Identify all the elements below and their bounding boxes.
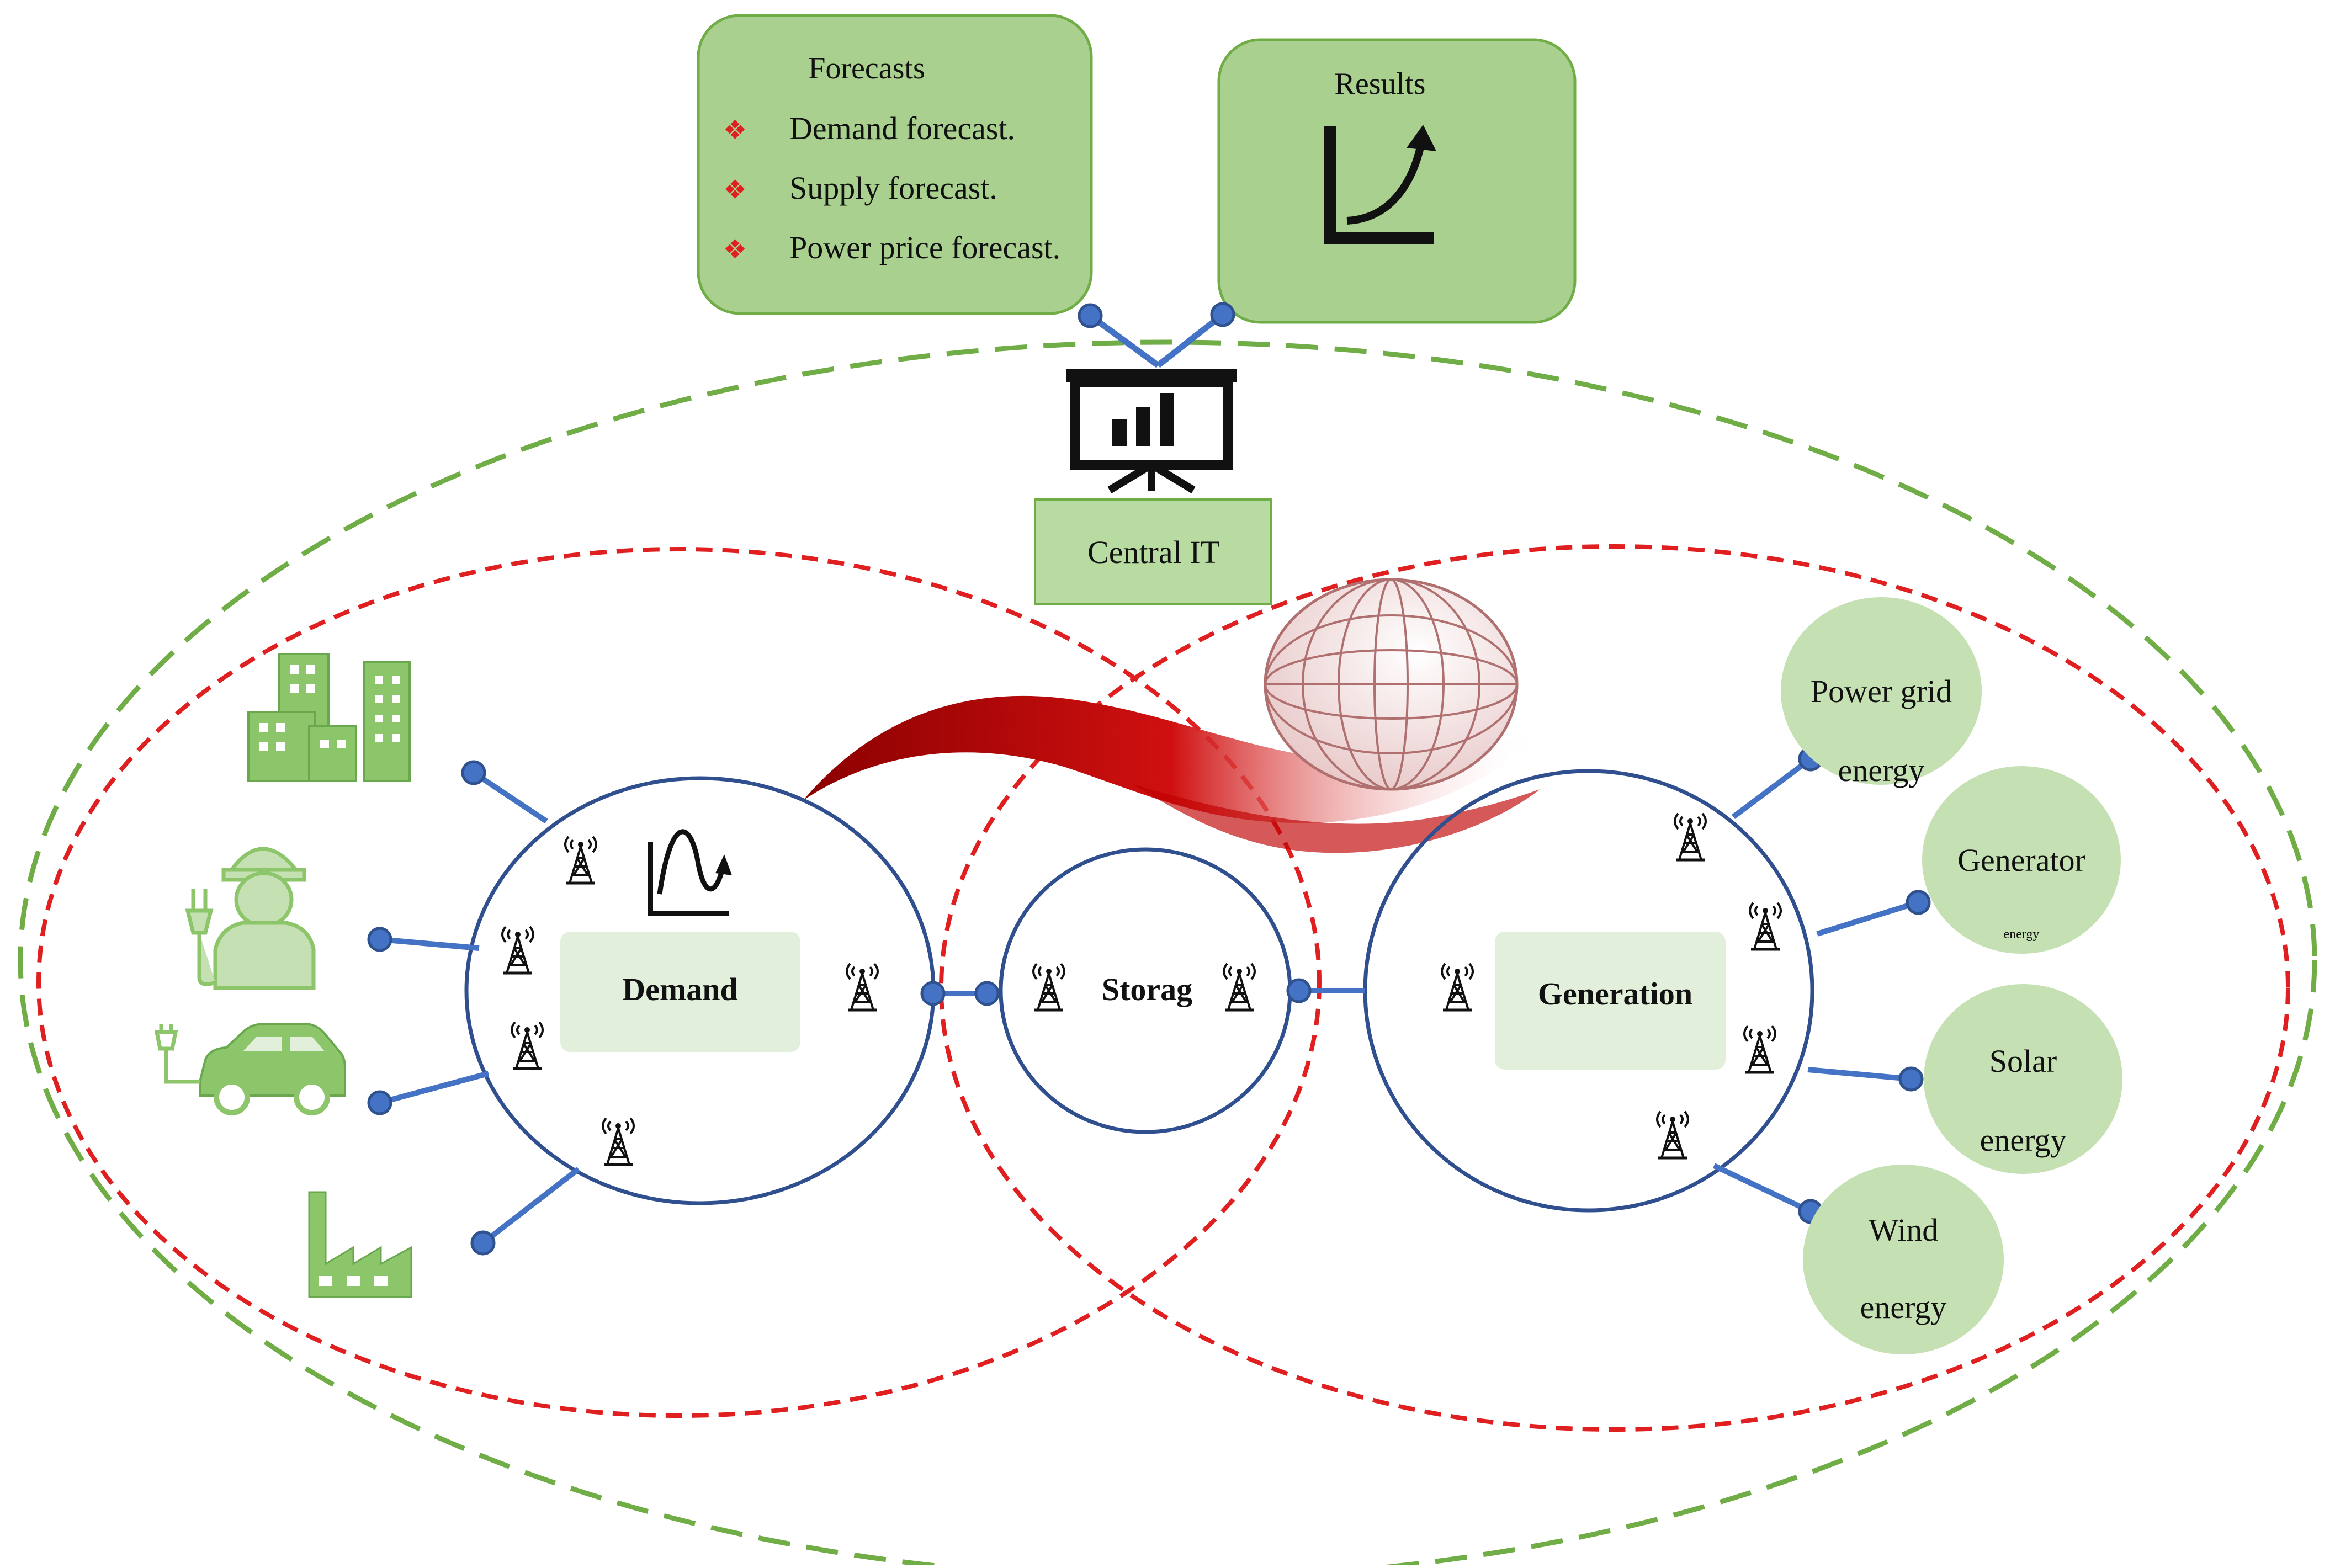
results-box: Results xyxy=(1217,38,1577,324)
source-label: Wind xyxy=(1869,1212,1939,1248)
tower-icon xyxy=(603,1118,634,1165)
source-label: energy xyxy=(2004,927,2040,942)
source-label: energy xyxy=(1838,752,1925,788)
forecast-item: Power price forecast. xyxy=(789,230,1060,265)
ribbon-graphic xyxy=(803,695,1540,853)
source-label: Generator xyxy=(1957,842,2085,878)
demand-label: Demand xyxy=(622,971,737,1007)
generation-label: Generation xyxy=(1538,976,1692,1012)
growth-chart-icon xyxy=(1324,125,1436,244)
demand-domain-boundary xyxy=(36,547,1322,1418)
tower-icon xyxy=(1657,1112,1688,1158)
power-grid-energy-node: Power grid energy xyxy=(1781,597,1982,788)
it-connectors xyxy=(1078,302,1235,368)
forecast-item: Supply forecast. xyxy=(789,170,997,206)
tower-icon xyxy=(847,964,878,1010)
solar-energy-node: Solar energy xyxy=(1924,984,2122,1174)
demand-hub: Demand xyxy=(464,776,936,1205)
tower-icon xyxy=(1744,1026,1775,1072)
buildings-icon xyxy=(247,653,411,782)
source-label: Power grid xyxy=(1811,673,1952,709)
wave-chart-icon xyxy=(648,829,732,916)
tower-icon xyxy=(1442,964,1473,1010)
tower-icon xyxy=(565,837,596,883)
bullet-icon: ❖ xyxy=(723,116,747,145)
outer-boundary xyxy=(18,339,2317,1568)
central-it-box: Central IT xyxy=(1034,498,1272,605)
generation-connectors xyxy=(1712,746,1931,1224)
globe-graphic xyxy=(1264,578,1519,791)
source-label: energy xyxy=(1860,1289,1947,1325)
factory-icon xyxy=(308,1191,412,1298)
tower-icon xyxy=(1675,814,1706,860)
storage-label: Storag xyxy=(1102,971,1192,1007)
presentation-board-icon xyxy=(1066,369,1237,493)
results-title: Results xyxy=(1335,67,1426,101)
bullet-icon: ❖ xyxy=(723,235,747,264)
electrician-icon xyxy=(185,847,316,990)
forecasts-title: Forecasts xyxy=(808,51,925,86)
source-label: Solar xyxy=(1989,1043,2057,1079)
electric-car-icon xyxy=(154,1023,346,1115)
generation-domain-boundary xyxy=(939,544,2290,1432)
tower-icon xyxy=(1750,903,1781,949)
tower-icon xyxy=(512,1022,543,1069)
tower-icon xyxy=(502,927,533,973)
demand-connectors xyxy=(367,760,581,1256)
generator-energy-node: Generator energy xyxy=(1922,766,2121,954)
source-label: energy xyxy=(1980,1122,2067,1158)
central-it-label: Central IT xyxy=(1087,534,1220,570)
forecast-item: Demand forecast. xyxy=(789,110,1015,146)
tower-icon xyxy=(1033,964,1064,1010)
wind-energy-node: Wind energy xyxy=(1803,1165,2004,1354)
tower-icon xyxy=(1224,964,1255,1010)
bullet-icon: ❖ xyxy=(723,176,747,205)
hub-connectors xyxy=(920,978,1365,1006)
forecasts-box: Forecasts ❖ Demand forecast. ❖ Supply fo… xyxy=(697,14,1093,315)
